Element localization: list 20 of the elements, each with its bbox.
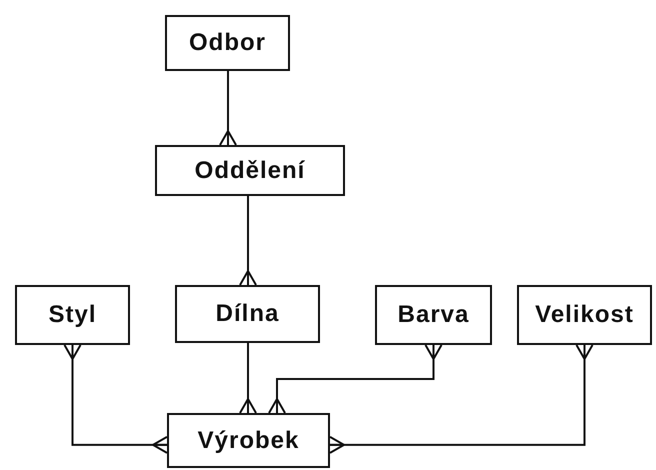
entity-box	[175, 285, 320, 343]
entity-box	[375, 285, 492, 345]
entity-box	[165, 15, 290, 71]
entity-name: Odbor	[189, 29, 266, 57]
entity-box	[15, 285, 130, 345]
relationship-line	[64, 344, 168, 454]
entity-name: Výrobek	[198, 426, 300, 454]
entity-box	[155, 145, 345, 196]
relationship-line	[329, 344, 594, 454]
entity-name: Oddělení	[194, 156, 306, 184]
relationship-line	[268, 344, 442, 414]
entity-box	[517, 285, 652, 345]
relationship-line	[239, 343, 257, 414]
relationship-line	[219, 71, 237, 146]
entity-name: Dílna	[216, 300, 280, 328]
entity-name: Styl	[48, 301, 96, 329]
entity-name: Barva	[398, 301, 470, 329]
relationship-line	[239, 196, 257, 286]
entity-name: Velikost	[535, 301, 634, 329]
entity-box	[167, 413, 330, 468]
